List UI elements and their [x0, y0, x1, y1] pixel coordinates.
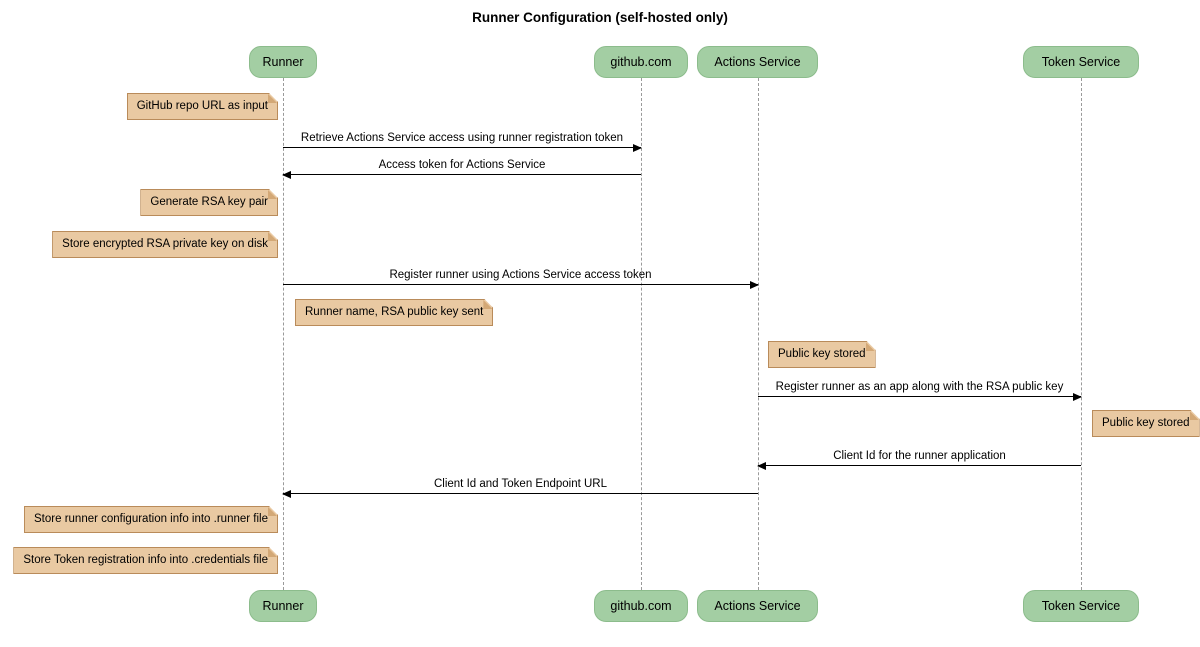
note-fold-icon: [1190, 411, 1199, 420]
note-fold-icon: [268, 507, 277, 516]
participant-bottom-github: github.com: [594, 590, 688, 622]
note-text: Runner name, RSA public key sent: [305, 306, 484, 318]
note-text: Public key stored: [1102, 417, 1190, 429]
arrowhead-icon: [750, 281, 759, 289]
message-label: Access token for Actions Service: [378, 159, 546, 171]
arrowhead-icon: [757, 462, 766, 470]
note-public-key-stored-actions: Public key stored: [768, 341, 876, 368]
diagram-title: Runner Configuration (self-hosted only): [472, 10, 728, 25]
message-access-token: Access token for Actions Service: [282, 158, 641, 179]
lifeline-runner: [283, 78, 284, 590]
participant-top-actions-service: Actions Service: [697, 46, 818, 78]
note-fold-icon: [268, 190, 277, 199]
participant-bottom-runner: Runner: [249, 590, 317, 622]
lifeline-token-service: [1081, 78, 1082, 590]
note-fold-icon: [268, 548, 277, 557]
arrowhead-icon: [282, 171, 291, 179]
message-register-app: Register runner as an app along with the…: [758, 380, 1082, 401]
note-store-credentials-file: Store Token registration info into .cred…: [13, 547, 278, 574]
message-label: Retrieve Actions Service access using ru…: [300, 132, 624, 144]
note-fold-icon: [268, 232, 277, 241]
note-text: Generate RSA key pair: [150, 196, 268, 208]
note-runner-name-sent: Runner name, RSA public key sent: [295, 299, 493, 326]
arrowhead-icon: [633, 144, 642, 152]
lifeline-actions-service: [758, 78, 759, 590]
participant-top-runner: Runner: [249, 46, 317, 78]
message-label: Client Id and Token Endpoint URL: [433, 478, 608, 490]
note-text: Store Token registration info into .cred…: [23, 554, 268, 566]
arrowhead-icon: [1073, 393, 1082, 401]
participant-bottom-actions-service: Actions Service: [697, 590, 818, 622]
lifeline-github: [641, 78, 642, 590]
note-repo-url: GitHub repo URL as input: [127, 93, 278, 120]
participant-top-token-service: Token Service: [1023, 46, 1139, 78]
participant-bottom-token-service: Token Service: [1023, 590, 1139, 622]
note-public-key-stored-token: Public key stored: [1092, 410, 1200, 437]
note-fold-icon: [866, 342, 875, 351]
message-label: Register runner using Actions Service ac…: [389, 269, 652, 281]
note-text: Public key stored: [778, 348, 866, 360]
message-retrieve-access: Retrieve Actions Service access using ru…: [283, 131, 642, 152]
note-fold-icon: [483, 300, 492, 309]
note-store-runner-file: Store runner configuration info into .ru…: [24, 506, 278, 533]
note-text: GitHub repo URL as input: [136, 100, 268, 112]
note-store-private-key: Store encrypted RSA private key on disk: [52, 231, 278, 258]
message-client-id-endpoint: Client Id and Token Endpoint URL: [282, 477, 758, 498]
note-text: Store encrypted RSA private key on disk: [62, 238, 268, 250]
note-text: Store runner configuration info into .ru…: [34, 513, 268, 525]
arrowhead-icon: [282, 490, 291, 498]
note-generate-rsa: Generate RSA key pair: [140, 189, 278, 216]
message-label: Register runner as an app along with the…: [775, 381, 1064, 393]
message-client-id: Client Id for the runner application: [757, 449, 1081, 470]
message-register-runner: Register runner using Actions Service ac…: [283, 268, 759, 289]
note-fold-icon: [268, 94, 277, 103]
participant-top-github: github.com: [594, 46, 688, 78]
message-label: Client Id for the runner application: [833, 450, 1006, 462]
